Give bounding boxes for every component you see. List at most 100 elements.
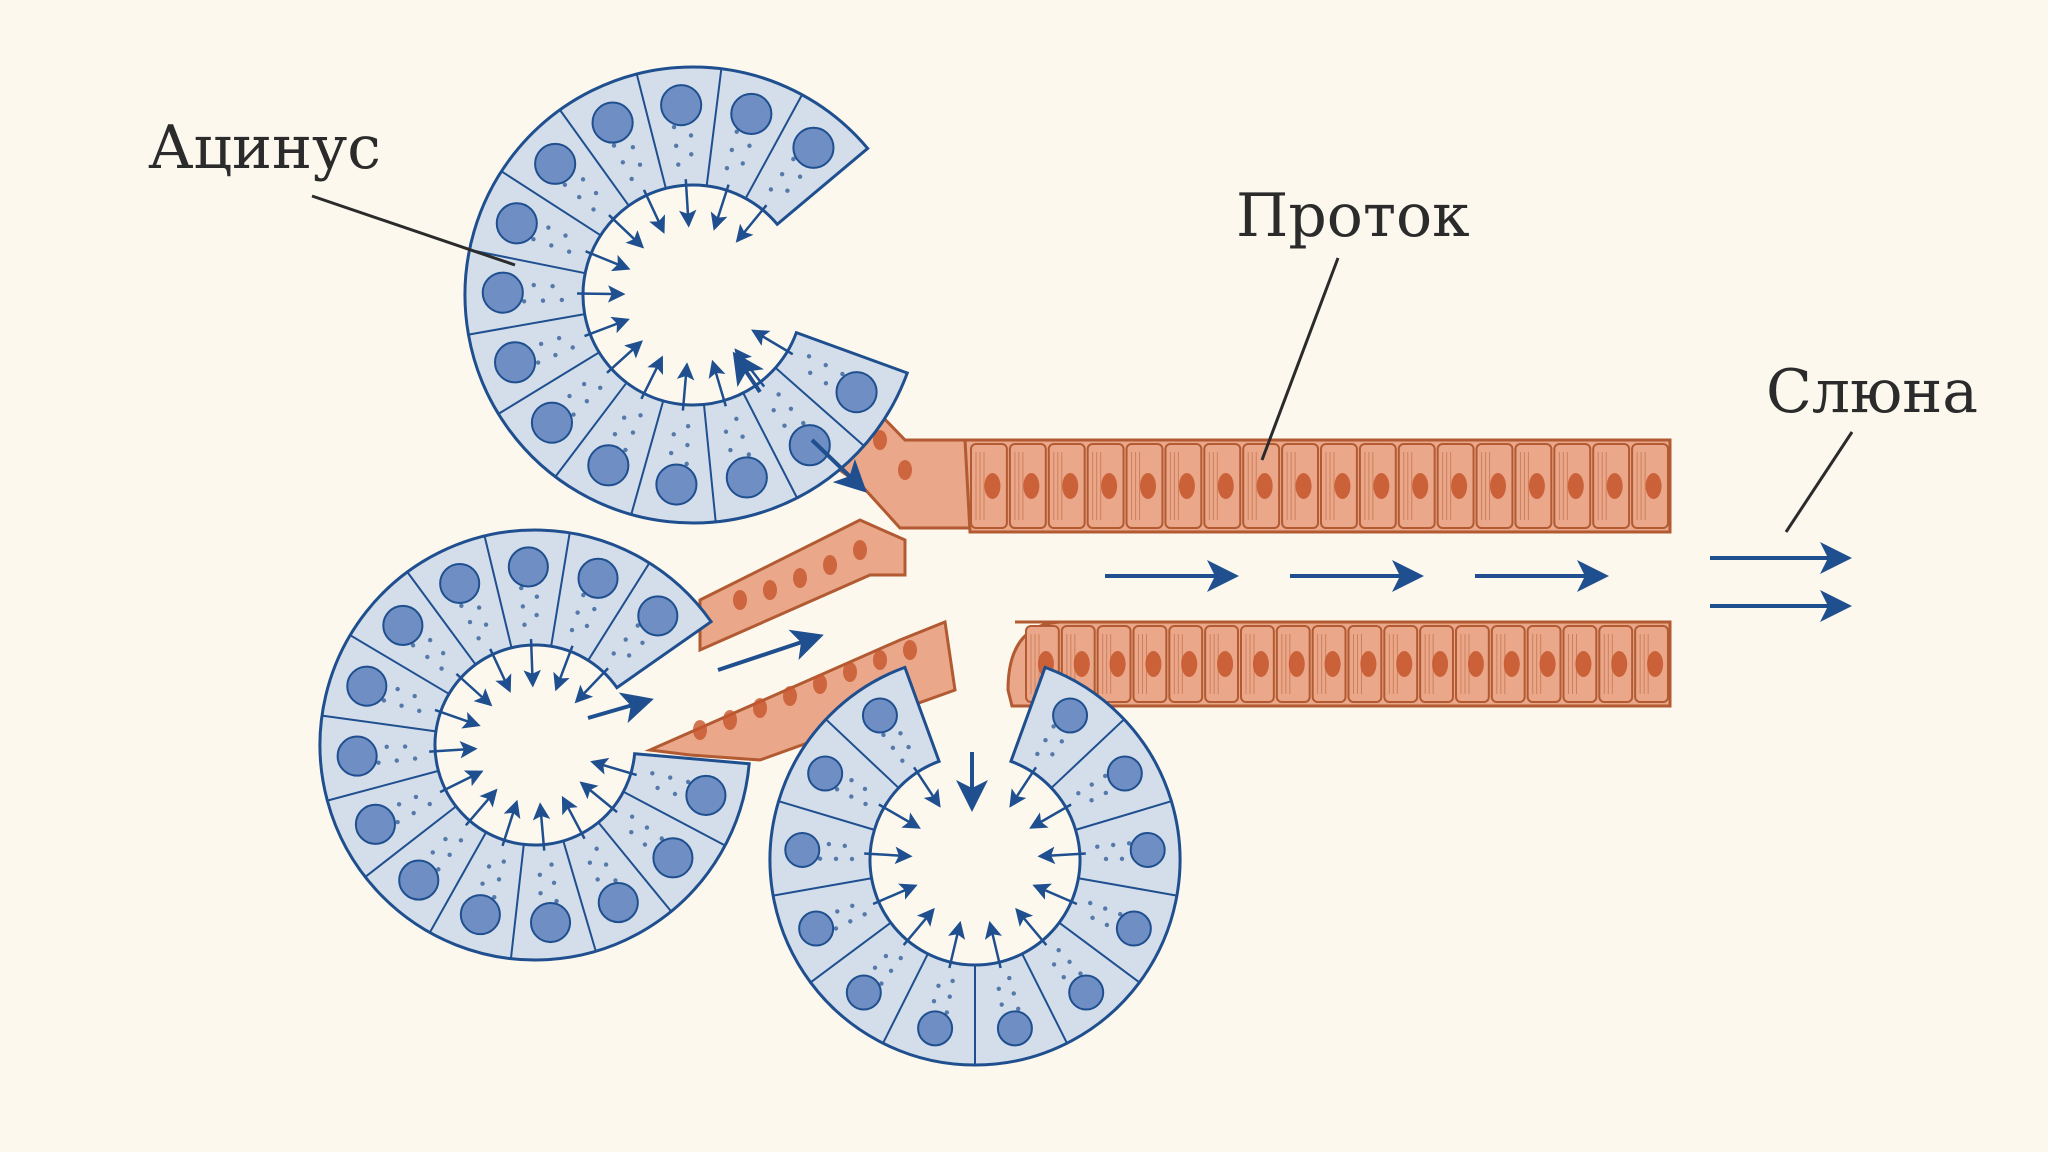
acinus-left-secretory-granule <box>376 760 381 765</box>
duct-leader-line <box>1260 257 1340 461</box>
acinus-top-secretion-arrow <box>710 184 730 231</box>
acinus-left-secretory-granule <box>668 775 673 780</box>
acinus-top-secretory-granule <box>540 298 546 303</box>
duct-upper-cell-nucleus <box>1334 473 1351 499</box>
acinus-left-secretory-granule <box>611 651 616 656</box>
acinus-bottom-secretion-arrow <box>1009 766 1038 808</box>
acinus-bottom-cell-border <box>809 921 892 984</box>
acinus-top-secretory-granule <box>630 145 636 150</box>
acinus-top-cell-nucleus <box>481 271 524 314</box>
acinus-left-secretory-granule <box>635 623 640 628</box>
acinus-bottom-secretory-granule <box>1119 856 1125 861</box>
acinus-top-secretory-granule <box>550 284 555 289</box>
acinus-top-cell-nucleus <box>660 84 703 127</box>
acinus-left-secretory-granule <box>447 852 452 858</box>
acinus-left-secretory-granule <box>411 810 416 816</box>
acinus-bottom-cell-nucleus <box>861 697 898 734</box>
acinus-left-secretory-granule <box>430 850 435 855</box>
acinus-left-secretory-granule <box>520 604 526 609</box>
acinus-bottom-secretory-granule <box>833 856 839 862</box>
acinus-top-secretory-granule <box>630 430 636 435</box>
acinus-bottom-secretory-granule <box>936 983 941 988</box>
acinus-left-cell-nucleus <box>507 546 549 588</box>
acinus-bottom-secretory-granule <box>850 903 855 909</box>
acinus-top-secretory-granule <box>740 161 745 166</box>
acinus-top-secretory-granule <box>746 452 752 457</box>
acinus-left-cell-border <box>349 634 450 695</box>
acinus-bottom-secretion-arrow <box>1037 846 1086 865</box>
acinus-top-secretion-arrow <box>608 214 645 249</box>
duct-branch-nucleus <box>693 720 707 740</box>
acinus-top-secretory-granule <box>581 381 587 387</box>
acinus-bottom-secretory-granule <box>1051 724 1056 729</box>
acinus-top-cell-border <box>635 73 667 189</box>
acinus-left-secretory-granule <box>519 585 524 591</box>
duct-upper-cell-nucleus <box>1062 473 1079 499</box>
acinus-bottom-secretory-granule <box>900 758 905 763</box>
acinus-left-secretory-granule <box>483 622 489 627</box>
acinus-bottom-cell-ring <box>768 665 1182 1067</box>
acinus-top-secretory-granule <box>808 370 813 376</box>
acinus-top-secretory-granule <box>531 237 536 242</box>
acinus-bottom-secretory-granule <box>1126 841 1132 846</box>
acinus-top-secretion-arrow <box>640 355 664 400</box>
acinus-bottom-secretory-granule <box>1103 856 1109 862</box>
acinus-top-secretory-granule <box>747 143 752 148</box>
acinus-top-secretory-granule <box>546 225 551 230</box>
acinus-top-secretory-granule <box>734 129 739 134</box>
acinus-left-secretory-granule <box>394 758 399 763</box>
acinus-bottom-secretory-granule <box>1089 798 1094 803</box>
duct-lower-cell-nucleus <box>1324 651 1341 677</box>
acinus-top-secretory-granule <box>782 423 787 428</box>
acinus-top-secretion-arrow <box>584 316 630 338</box>
acinus-bottom-cell-border <box>882 953 929 1044</box>
acinus-bottom-secretory-granule <box>883 953 889 959</box>
acinus-top-cell-border <box>469 248 586 275</box>
duct-upper-cell-nucleus <box>1645 473 1662 499</box>
acinus-left-secretion-arrow <box>501 799 521 847</box>
acinus-left-secretory-granule <box>425 654 430 660</box>
acinus-bottom-cell-nucleus <box>1052 697 1089 734</box>
acinus-left-secretory-granule <box>439 666 444 671</box>
acinus-left-cell-border <box>428 831 487 934</box>
branch-flow-arrow <box>717 629 824 672</box>
acinus-top-secretory-granule <box>723 429 729 434</box>
acinus-bottom-secretory-granule <box>1056 947 1061 953</box>
acinus-top-secretory-granule <box>685 423 691 429</box>
acinus-bottom-secretory-granule <box>1103 906 1108 911</box>
acinus-top-cell-border <box>554 382 628 478</box>
acinus-bottom-secretory-granule <box>1011 991 1016 996</box>
acinus-left-cell-nucleus <box>652 837 694 879</box>
acinus-top-secretion-arrow <box>576 285 626 303</box>
acinus-top-secretory-granule <box>785 188 790 193</box>
acinus-top-cell-nucleus <box>835 371 878 414</box>
duct-upper-cell-nucleus <box>1178 473 1195 499</box>
acinus-top <box>463 65 910 525</box>
acinus-bottom-cell-nucleus <box>807 755 844 792</box>
acinus-left-secretory-granule <box>650 771 655 776</box>
duct-lower-cell-nucleus <box>1109 651 1126 677</box>
acinus-top-cell-nucleus <box>792 126 835 169</box>
acinus-top-secretion-arrow <box>751 329 794 356</box>
acinus-bottom-secretory-granule <box>1067 959 1072 965</box>
acinus-top-secretory-granule <box>556 335 562 341</box>
acinus-top-secretory-granule <box>768 187 774 192</box>
acinus-left-cell-nucleus <box>382 604 424 646</box>
acinus-top-secretory-granule <box>567 393 572 399</box>
acinus-left-secretory-granule <box>592 606 597 612</box>
acinus-bottom-secretion-arrow <box>1029 803 1072 829</box>
acinus-left-cell-border <box>364 805 457 878</box>
acinus-bottom-cell-nucleus <box>1106 755 1143 792</box>
acinus-left-secretory-granule <box>459 603 464 608</box>
acinus-top-secretory-granule <box>623 447 628 453</box>
acinus-top-secretory-granule <box>684 461 689 467</box>
acinus-bottom-secretory-granule <box>842 843 847 849</box>
acinus-bottom-cell-border <box>825 718 900 789</box>
acinus-bottom-cell-nucleus <box>845 974 882 1011</box>
acinus-top-secretory-granule <box>593 190 599 196</box>
acinus-bottom-secretion-arrow <box>984 920 1002 969</box>
acinus-top-secretory-granule <box>668 450 674 456</box>
acinus-top-secretory-granule <box>584 398 590 404</box>
acinus-bottom-secretory-granule <box>1118 912 1123 917</box>
acinus-bottom-secretory-granule <box>1110 842 1116 848</box>
